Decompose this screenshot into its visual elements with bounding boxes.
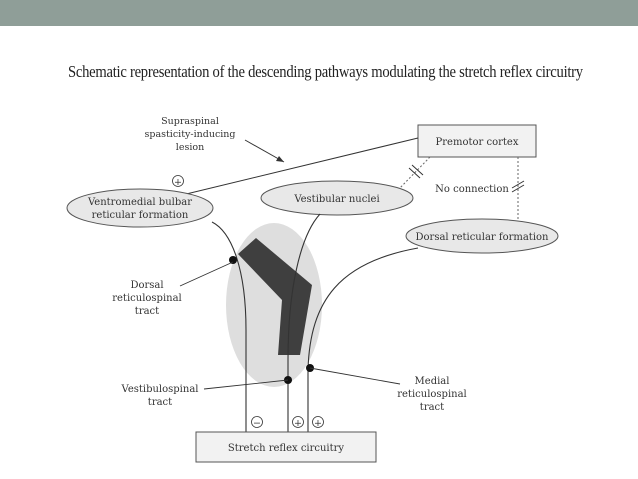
slide-title: Schematic representation of the descendi… [68, 62, 583, 81]
cortex-to-ventromedial-line [177, 137, 419, 197]
dorsal-reticulospinal-label-line3: tract [135, 306, 159, 317]
dorsal-reticular-formation-ellipse [405, 218, 559, 254]
medial-reticulospinal-label-line1: Medial [415, 376, 450, 387]
dorsal-label-leader [179, 261, 234, 287]
vestibulospinal-tract-path [287, 213, 321, 432]
ventromedial-bulbar-ellipse [66, 188, 214, 228]
plus-sign-medial-text: + [314, 418, 322, 429]
vestibular-nuclei-ellipse [260, 180, 414, 216]
minus-sign-dorsal-text: − [253, 418, 261, 429]
plus-sign-vestibulospinal [292, 416, 304, 428]
lesion-arrowhead [276, 156, 284, 162]
gray-matter-lesion-shape [238, 238, 312, 355]
stretch-reflex-circuitry-label: Stretch reflex circuitry [228, 443, 345, 454]
dorsal-tract-node [229, 256, 237, 264]
premotor-cortex-label: Premotor cortex [436, 137, 519, 148]
break-mark-right-1 [511, 180, 525, 189]
minus-sign-dorsal [251, 416, 263, 428]
lesion-label-line1: Supraspinal [161, 116, 219, 127]
medial-reticulospinal-label-line2: reticulospinal [397, 389, 467, 400]
vestibulospinal-label-line2: tract [148, 397, 172, 408]
stretch-reflex-circuitry-box [195, 431, 377, 463]
dorsal-reticulospinal-tract-path [211, 221, 247, 432]
no-connection-dotted-line-left [397, 156, 431, 191]
medial-reticulospinal-tract-path [307, 247, 419, 432]
break-mark-left-1 [408, 167, 421, 179]
lesion-arrow [244, 139, 285, 163]
slide-header-bar [0, 0, 638, 26]
plus-sign-ventromedial-text: + [174, 177, 182, 188]
plus-sign-ventromedial [172, 175, 184, 187]
dorsal-reticulospinal-label-line2: reticulospinal [112, 293, 182, 304]
dorsal-reticulospinal-label-line1: Dorsal [130, 280, 163, 291]
vestibulospinal-label-leader [203, 379, 289, 390]
vestibular-nuclei-label: Vestibular nuclei [293, 194, 379, 205]
plus-sign-vestibulospinal-text: + [294, 418, 302, 429]
medial-reticulospinal-label-line3: tract [420, 402, 444, 413]
premotor-cortex-box [417, 124, 537, 158]
lesion-label-line2: spasticity-inducing [144, 129, 235, 140]
vestibulospinal-label-line1: Vestibulospinal [121, 384, 199, 395]
break-mark-left-2 [411, 164, 424, 176]
lesion-label-line3: lesion [176, 142, 204, 153]
medial-label-leader [309, 367, 401, 385]
ventromedial-bulbar-label-line2: reticular formation [92, 210, 189, 221]
ventromedial-bulbar-label-line1: Ventromedial bulbar [87, 197, 192, 208]
no-connection-label: No connection [435, 184, 509, 195]
dorsal-reticular-formation-label: Dorsal reticular formation [416, 232, 550, 243]
break-mark-right-2 [511, 184, 525, 193]
plus-sign-medial [312, 416, 324, 428]
